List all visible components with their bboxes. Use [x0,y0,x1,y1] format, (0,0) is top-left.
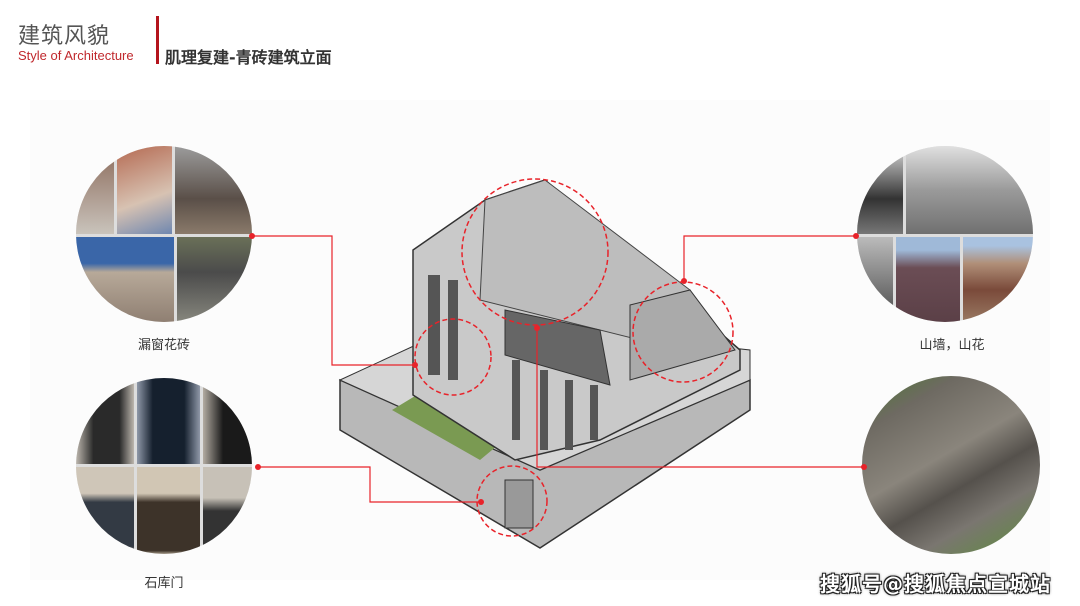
photo-collage-shikumen [76,378,252,554]
page-subtitle: Style of Architecture [18,48,134,63]
connector-lines [252,235,864,503]
caption-shikumen: 石库门 [144,576,184,591]
photo-collage-gable-wall [857,146,1033,322]
watermark: 搜狐号@搜狐焦点宣城站 [820,572,1051,596]
photo-collage-lattice-windows [76,146,252,322]
connector-dots [249,233,867,505]
lawn [392,390,510,460]
photo-aerial-roof [862,376,1040,554]
header-divider [156,16,159,64]
section-title: 肌理复建-青砖建筑立面 [165,48,332,67]
caption-gable-wall: 山墙，山花 [919,338,985,353]
page-title: 建筑风貌 [18,24,111,49]
caption-lattice-windows: 漏窗花砖 [137,338,190,353]
